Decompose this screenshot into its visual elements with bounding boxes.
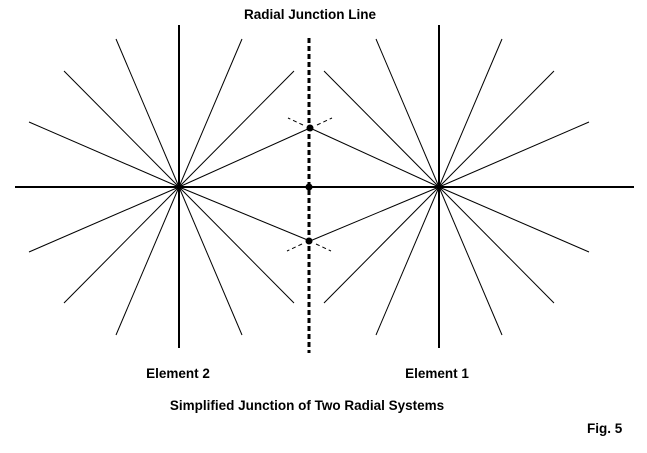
- element-2-radial-ray: [28, 186, 180, 253]
- element-1-radial-ray: [438, 186, 503, 336]
- element-2-label: Element 2: [146, 366, 210, 381]
- element-1-radial-ray: [309, 186, 440, 242]
- element-1-radial-ray: [323, 186, 440, 304]
- element-1-radial-ray: [323, 70, 440, 188]
- element-2-radial-ray: [63, 70, 180, 188]
- element-2-center-dot: [176, 184, 182, 190]
- element-2-radial-ray: [178, 186, 295, 304]
- element-2-radial-ray: [178, 186, 311, 242]
- element-1-radial-ray: [375, 186, 440, 336]
- junction-overlap-stub: [286, 243, 303, 252]
- junction-overlap-stub: [315, 243, 332, 252]
- junction-overlap-stub: [316, 117, 333, 126]
- figure-caption: Simplified Junction of Two Radial System…: [169, 398, 445, 413]
- element-1-radial-ray: [438, 186, 590, 253]
- element-1-center-dot: [436, 184, 442, 190]
- junction-dot: [305, 237, 313, 245]
- element-1-label: Element 1: [405, 366, 469, 381]
- element-1-radial-ray: [438, 121, 590, 188]
- element-1-radial-ray: [438, 38, 503, 188]
- element-2-radial-ray: [178, 127, 311, 188]
- figure-number: Fig. 5: [587, 421, 623, 436]
- junction-dot: [306, 124, 314, 132]
- figure-title: Radial Junction Line: [243, 7, 377, 22]
- element-2-radial-ray: [115, 186, 180, 336]
- element-1-radial-ray: [309, 127, 440, 188]
- element-1-radial-ray: [375, 38, 440, 188]
- element-2-radial-ray: [115, 38, 180, 188]
- element-1-radial-ray: [438, 70, 555, 188]
- element-1-radial-ray: [438, 186, 555, 304]
- element-2-radial-ray: [63, 186, 180, 304]
- junction-overlap-stub: [287, 117, 304, 126]
- element-2-radial-ray: [178, 38, 243, 188]
- element-2-radial-ray: [178, 186, 243, 336]
- junction-dot: [305, 183, 313, 191]
- element-2-radial-ray: [28, 121, 180, 188]
- element-2-radial-ray: [178, 70, 295, 188]
